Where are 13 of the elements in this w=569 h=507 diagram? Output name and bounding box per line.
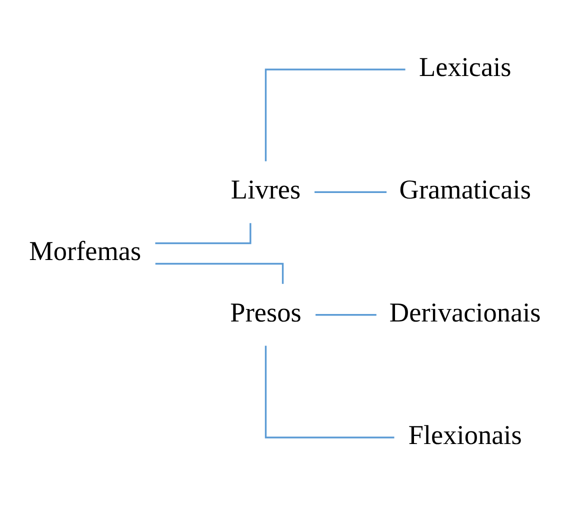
node-text: Morfemas xyxy=(29,236,142,266)
connector xyxy=(316,314,376,316)
node-text: Flexionais xyxy=(408,420,522,450)
node-text: Livres xyxy=(230,174,301,205)
connector xyxy=(155,223,252,244)
node-text: Lexicais xyxy=(418,52,512,82)
node-text: Gramaticais xyxy=(399,174,531,205)
connector xyxy=(264,346,394,438)
connector xyxy=(314,191,387,194)
connector xyxy=(264,68,406,162)
node-text: Derivacionais xyxy=(389,297,541,328)
connector xyxy=(155,262,284,284)
node-text: Presos xyxy=(230,297,302,328)
